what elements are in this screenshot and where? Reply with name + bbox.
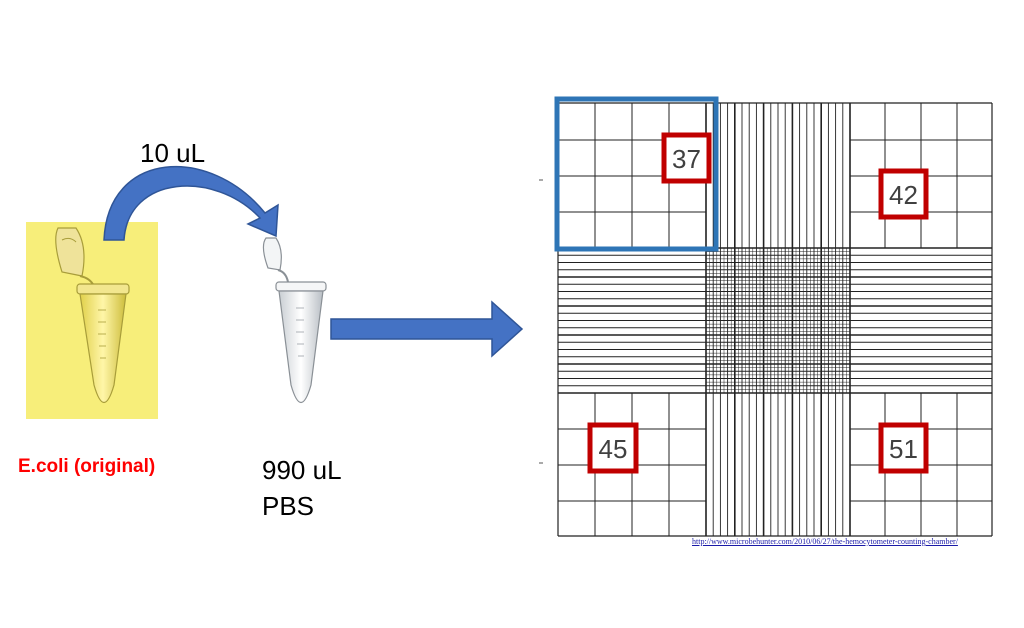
transfer-volume-label: 10 uL — [140, 138, 206, 168]
count-value: 42 — [889, 180, 918, 210]
count-box-bottom-right: 51 — [878, 422, 929, 474]
original-tube-icon — [55, 227, 130, 404]
count-value: 45 — [599, 434, 628, 464]
hemocytometer-grid — [557, 102, 993, 537]
diluted-tube-icon — [262, 237, 327, 404]
curved-arrow-icon — [103, 165, 279, 241]
count-box-bottom-left: 45 — [587, 422, 639, 474]
diluent-volume: 990 uL — [262, 455, 342, 485]
count-box-top-left: 37 — [661, 132, 712, 184]
diluent-name: PBS — [262, 491, 315, 521]
diluted-tube-label: 990 uL PBS — [262, 452, 342, 524]
counted-square-outline — [554, 96, 719, 252]
source-link[interactable]: http://www.microbehunter.com/2010/06/27/… — [692, 537, 958, 546]
count-value: 37 — [672, 144, 701, 174]
right-arrow-icon — [330, 300, 524, 358]
count-box-top-right: 42 — [878, 168, 929, 220]
count-value: 51 — [889, 434, 918, 464]
original-tube-label: E.coli (original) — [18, 456, 156, 477]
